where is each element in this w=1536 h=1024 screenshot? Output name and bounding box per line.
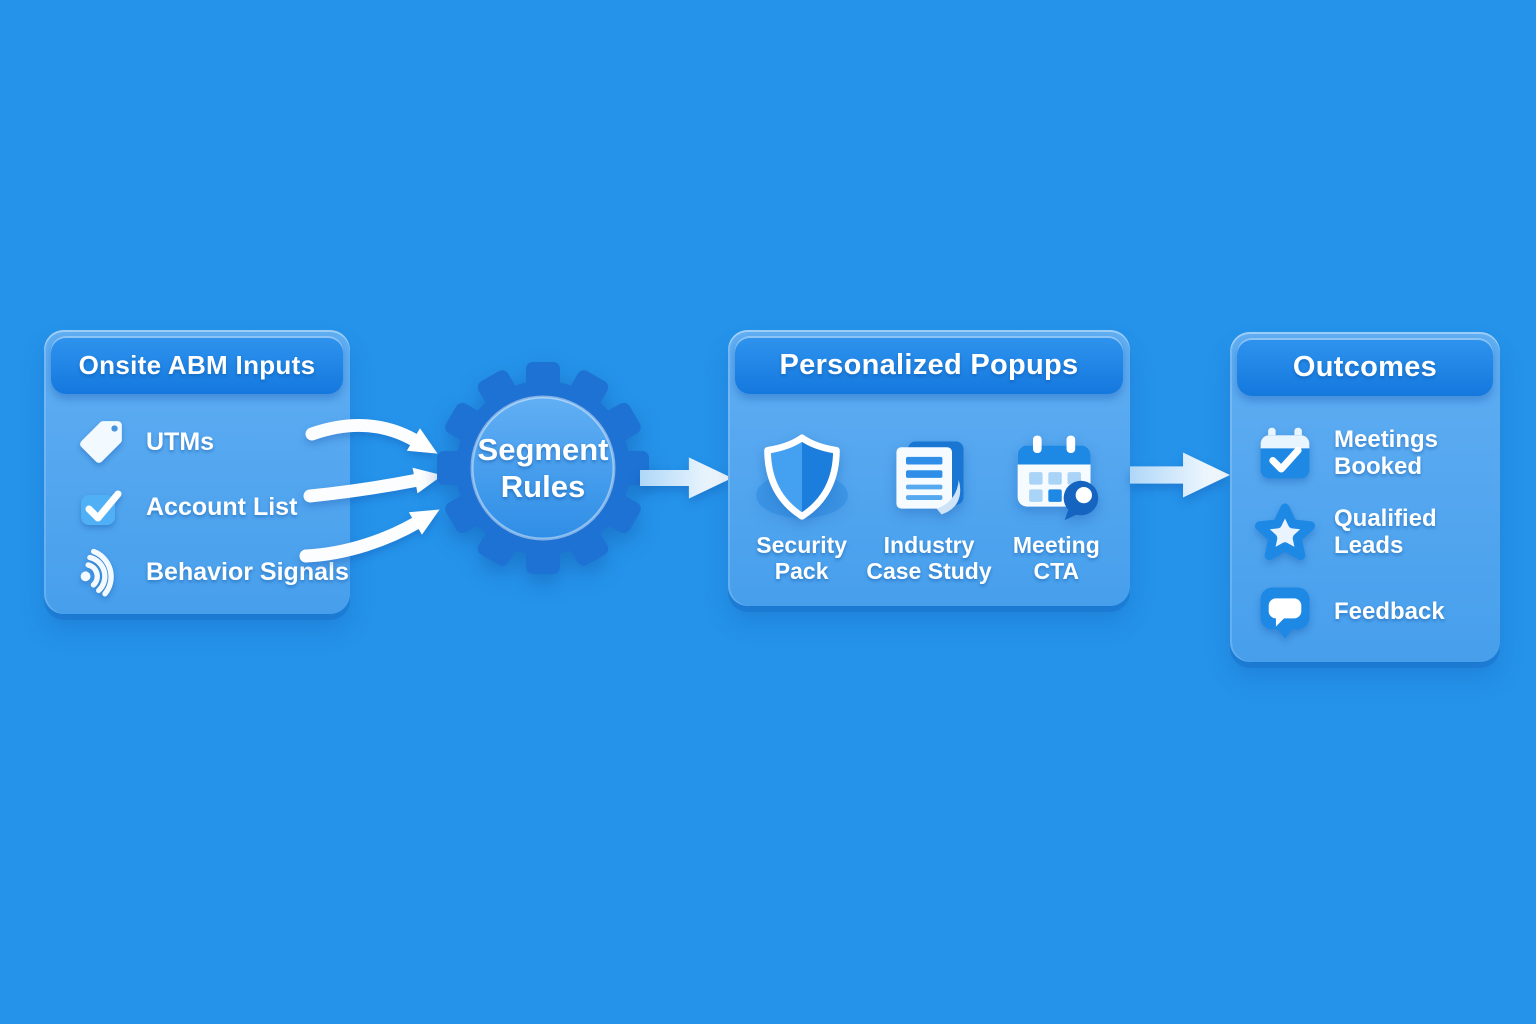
shield-icon (754, 418, 850, 522)
star-icon (1252, 501, 1318, 565)
list-item: Account List (72, 477, 340, 537)
behavior-signal-icon (72, 544, 130, 600)
segment-rules-line1: Segment (477, 432, 609, 467)
segment-rules-label: Segment Rules (453, 431, 633, 505)
list-item-label: Security Pack (756, 532, 848, 585)
list-item: Industry Case Study (865, 414, 992, 598)
checkbox-check-icon (72, 483, 130, 531)
outcomes-panel-title: Outcomes (1292, 350, 1438, 383)
popups-item-list: Security Pack Industry Case Study (738, 414, 1120, 598)
calendar-check-icon (1252, 424, 1318, 484)
list-item: Meetings Booked (1252, 422, 1490, 486)
calendar-chat-icon (1008, 418, 1104, 522)
list-item-label: Account List (146, 492, 298, 521)
fan-in-arrows (299, 419, 443, 563)
segment-rules-node (433, 358, 653, 578)
inputs-panel: Onsite ABM Inputs UTMs Account Lis (44, 330, 350, 614)
list-item: Qualified Leads (1252, 501, 1490, 565)
inputs-panel-title: Onsite ABM Inputs (78, 349, 316, 380)
list-item-label: Feedback (1334, 597, 1445, 625)
list-item-label: Meetings Booked (1334, 426, 1439, 480)
arrow-to-outcomes-icon (1130, 452, 1230, 498)
chat-bubble-icon (1252, 583, 1318, 641)
list-item: Security Pack (738, 414, 865, 598)
inputs-panel-header: Onsite ABM Inputs (51, 336, 343, 394)
gear-icon (437, 362, 649, 574)
list-item: Behavior Signals (72, 542, 349, 602)
list-item-label: Behavior Signals (146, 557, 349, 586)
list-item-label: Meeting CTA (1012, 532, 1100, 585)
popups-panel: Personalized Popups Security Pack (728, 330, 1130, 606)
outcomes-item-list: Meetings Booked Qualified Leads (1252, 422, 1490, 644)
list-item: Feedback (1252, 580, 1490, 644)
list-item-label: UTMs (146, 427, 215, 456)
popups-panel-title: Personalized Popups (779, 348, 1079, 381)
inputs-item-list: UTMs Account List (72, 412, 349, 602)
arrow-to-popups-icon (640, 457, 733, 499)
outcomes-panel-header: Outcomes (1237, 338, 1493, 396)
list-item: UTMs (72, 412, 340, 472)
popups-panel-header: Personalized Popups (735, 336, 1123, 394)
outcomes-panel: Outcomes Meetings Booked (1230, 332, 1500, 662)
document-icon (883, 418, 975, 522)
segment-rules-line2: Rules (500, 469, 586, 504)
tag-icon (72, 417, 130, 467)
list-item-label: Qualified Leads (1334, 505, 1437, 559)
list-item: Meeting CTA (993, 414, 1120, 598)
list-item-label: Industry Case Study (866, 532, 992, 585)
